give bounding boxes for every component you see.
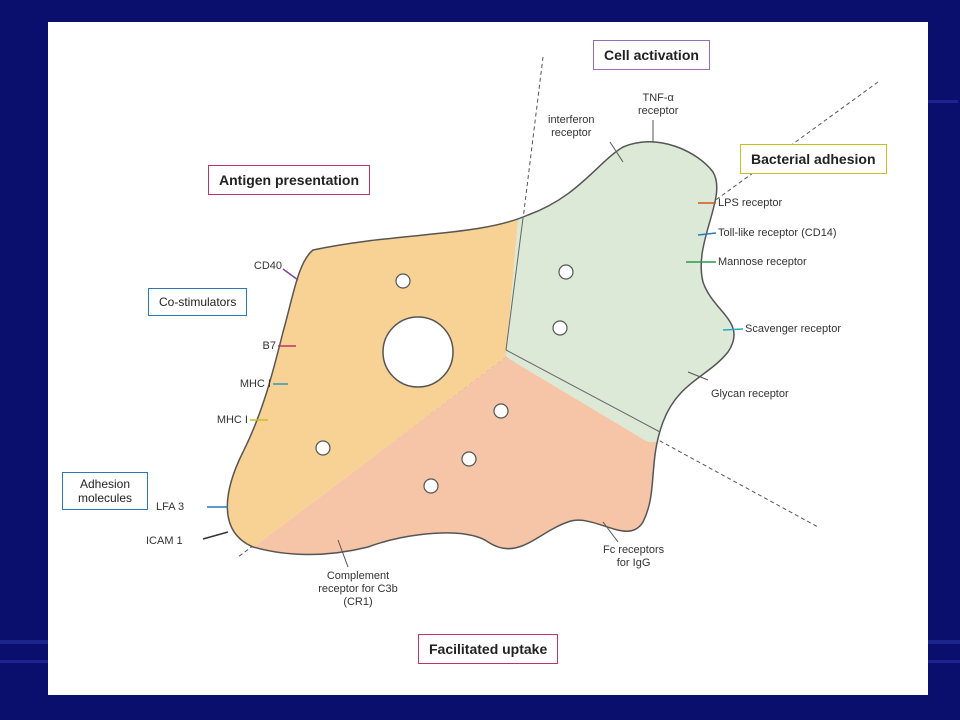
- leader-line: [282, 268, 299, 281]
- nucleus: [382, 316, 454, 388]
- receptor-label-fc: Fc receptors for IgG: [603, 544, 664, 570]
- fc-line-1: Fc receptors: [603, 544, 665, 556]
- figure-panel: Cell activation Bacterial adhesion Antig…: [48, 22, 928, 695]
- receptor-label-complement: Complement receptor for C3b (CR1): [293, 570, 423, 609]
- leader-line: [687, 371, 709, 381]
- adhesion-label-line-2: molecules: [77, 491, 133, 505]
- receptor-label-cd40: CD40: [253, 260, 282, 272]
- receptor-label-lfa3: LFA 3: [156, 501, 185, 513]
- region-label-bacterial-adhesion: Bacterial adhesion: [740, 144, 887, 174]
- receptor-label-interferon: interferon receptor: [548, 114, 594, 140]
- receptor-label-glycan: Glycan receptor: [711, 388, 789, 400]
- vesicle: [395, 273, 411, 289]
- vesicle: [423, 478, 439, 494]
- vesicle: [461, 451, 477, 467]
- receptor-label-mhc-i-lower: MHC I: [216, 414, 248, 426]
- vesicle: [315, 440, 331, 456]
- leader-line: [722, 328, 744, 331]
- leader-line: [697, 232, 717, 236]
- region-label-co-stimulators: Co-stimulators: [148, 288, 248, 316]
- region-label-antigen-presentation: Antigen presentation: [208, 165, 371, 195]
- tnf-line-2: receptor: [638, 105, 679, 117]
- macrophage-diagram: [202, 56, 879, 568]
- vesicle: [493, 403, 509, 419]
- region-label-facilitated-uptake: Facilitated uptake: [418, 634, 559, 664]
- complement-line-3: (CR1): [343, 596, 373, 608]
- cell-outline: [226, 141, 735, 556]
- leader-line: [337, 539, 349, 568]
- leader-line: [602, 521, 619, 543]
- receptor-label-lps: LPS receptor: [718, 197, 783, 209]
- region-label-cell-activation: Cell activation: [593, 40, 710, 70]
- complement-line-2: receptor for C3b: [318, 583, 398, 595]
- receptor-label-mhc-i-upper: MHC I: [239, 378, 271, 390]
- region-bacterial-adhesion: [506, 141, 735, 442]
- leader-line: [202, 531, 229, 540]
- leader-line: [609, 141, 624, 163]
- receptor-label-scavenger: Scavenger receptor: [745, 323, 841, 335]
- interferon-line-1: interferon: [548, 114, 595, 126]
- vesicle: [558, 264, 574, 280]
- receptor-label-icam1: ICAM 1: [146, 535, 183, 547]
- complement-line-1: Complement: [326, 570, 390, 582]
- receptor-label-toll: Toll-like receptor (CD14): [718, 227, 837, 239]
- background-streak: [928, 100, 958, 103]
- vesicle: [552, 320, 568, 336]
- receptor-label-tnf: TNF-α receptor: [638, 92, 678, 118]
- receptor-label-b7: B7: [262, 340, 276, 352]
- region-label-adhesion-molecules: Adhesion molecules: [62, 472, 148, 510]
- tnf-line-1: TNF-α: [642, 92, 674, 104]
- dashed-divider: [505, 56, 544, 358]
- dashed-divider: [712, 81, 879, 203]
- receptor-label-mannose: Mannose receptor: [718, 256, 807, 268]
- region-border: [505, 349, 661, 433]
- fc-line-2: for IgG: [616, 557, 651, 569]
- adhesion-label-line-1: Adhesion: [79, 477, 131, 491]
- interferon-line-2: receptor: [551, 127, 592, 139]
- region-border: [505, 217, 524, 351]
